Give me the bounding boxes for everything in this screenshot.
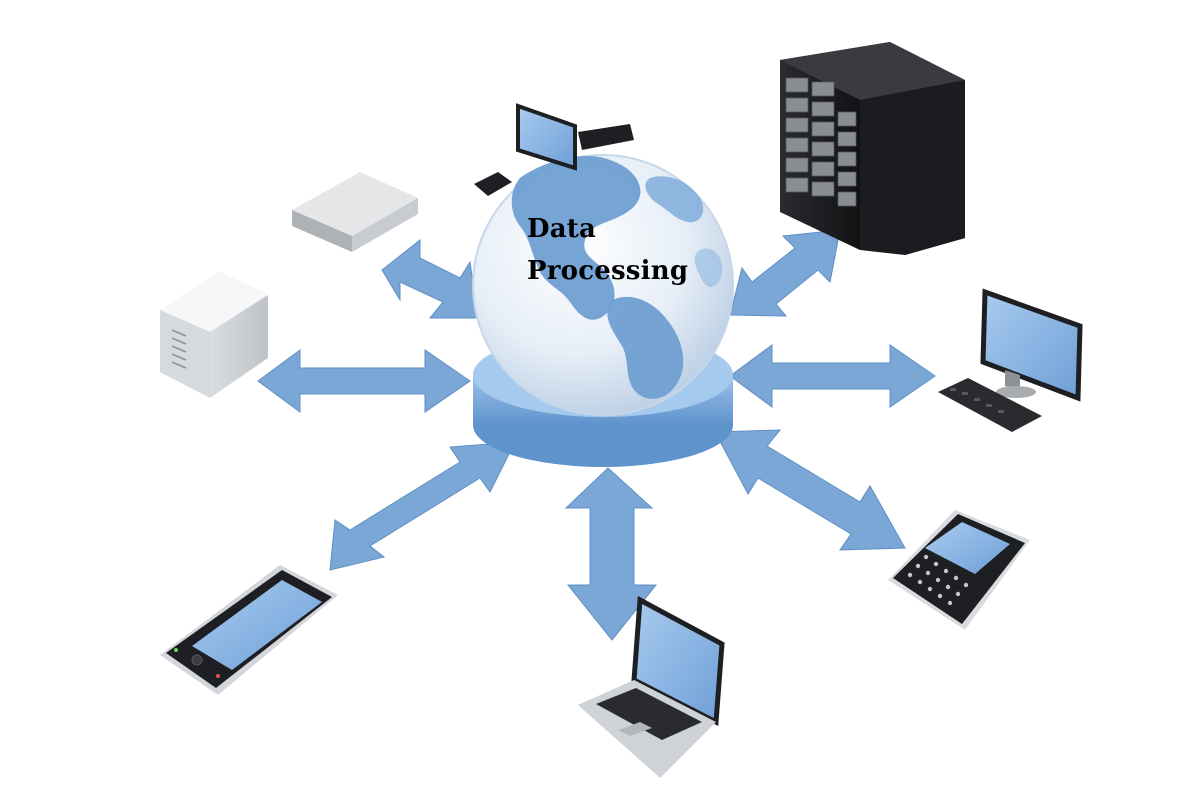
arrow-lower-left: [329, 441, 516, 571]
arrow-upper-right: [729, 229, 841, 317]
desktop-monitor-icon: [938, 288, 1083, 432]
smartphone-icon: [160, 565, 338, 695]
arrow-left: [257, 349, 471, 413]
arrow-upper-left: [381, 238, 479, 319]
title-data: Data: [527, 214, 597, 244]
title-processing: Processing: [527, 256, 689, 286]
desktop-computer-icon: [474, 103, 634, 196]
arrow-right: [729, 344, 936, 408]
blackberry-phone-icon: [888, 510, 1030, 630]
desktop-tower-icon: [160, 272, 268, 398]
network-appliance-icon: [292, 172, 418, 252]
server-rack-icon: [780, 42, 965, 255]
globe-icon: [472, 154, 734, 416]
laptop-icon: [578, 595, 725, 778]
arrow-bottom: [564, 467, 658, 641]
arrow-lower-right: [714, 429, 906, 551]
